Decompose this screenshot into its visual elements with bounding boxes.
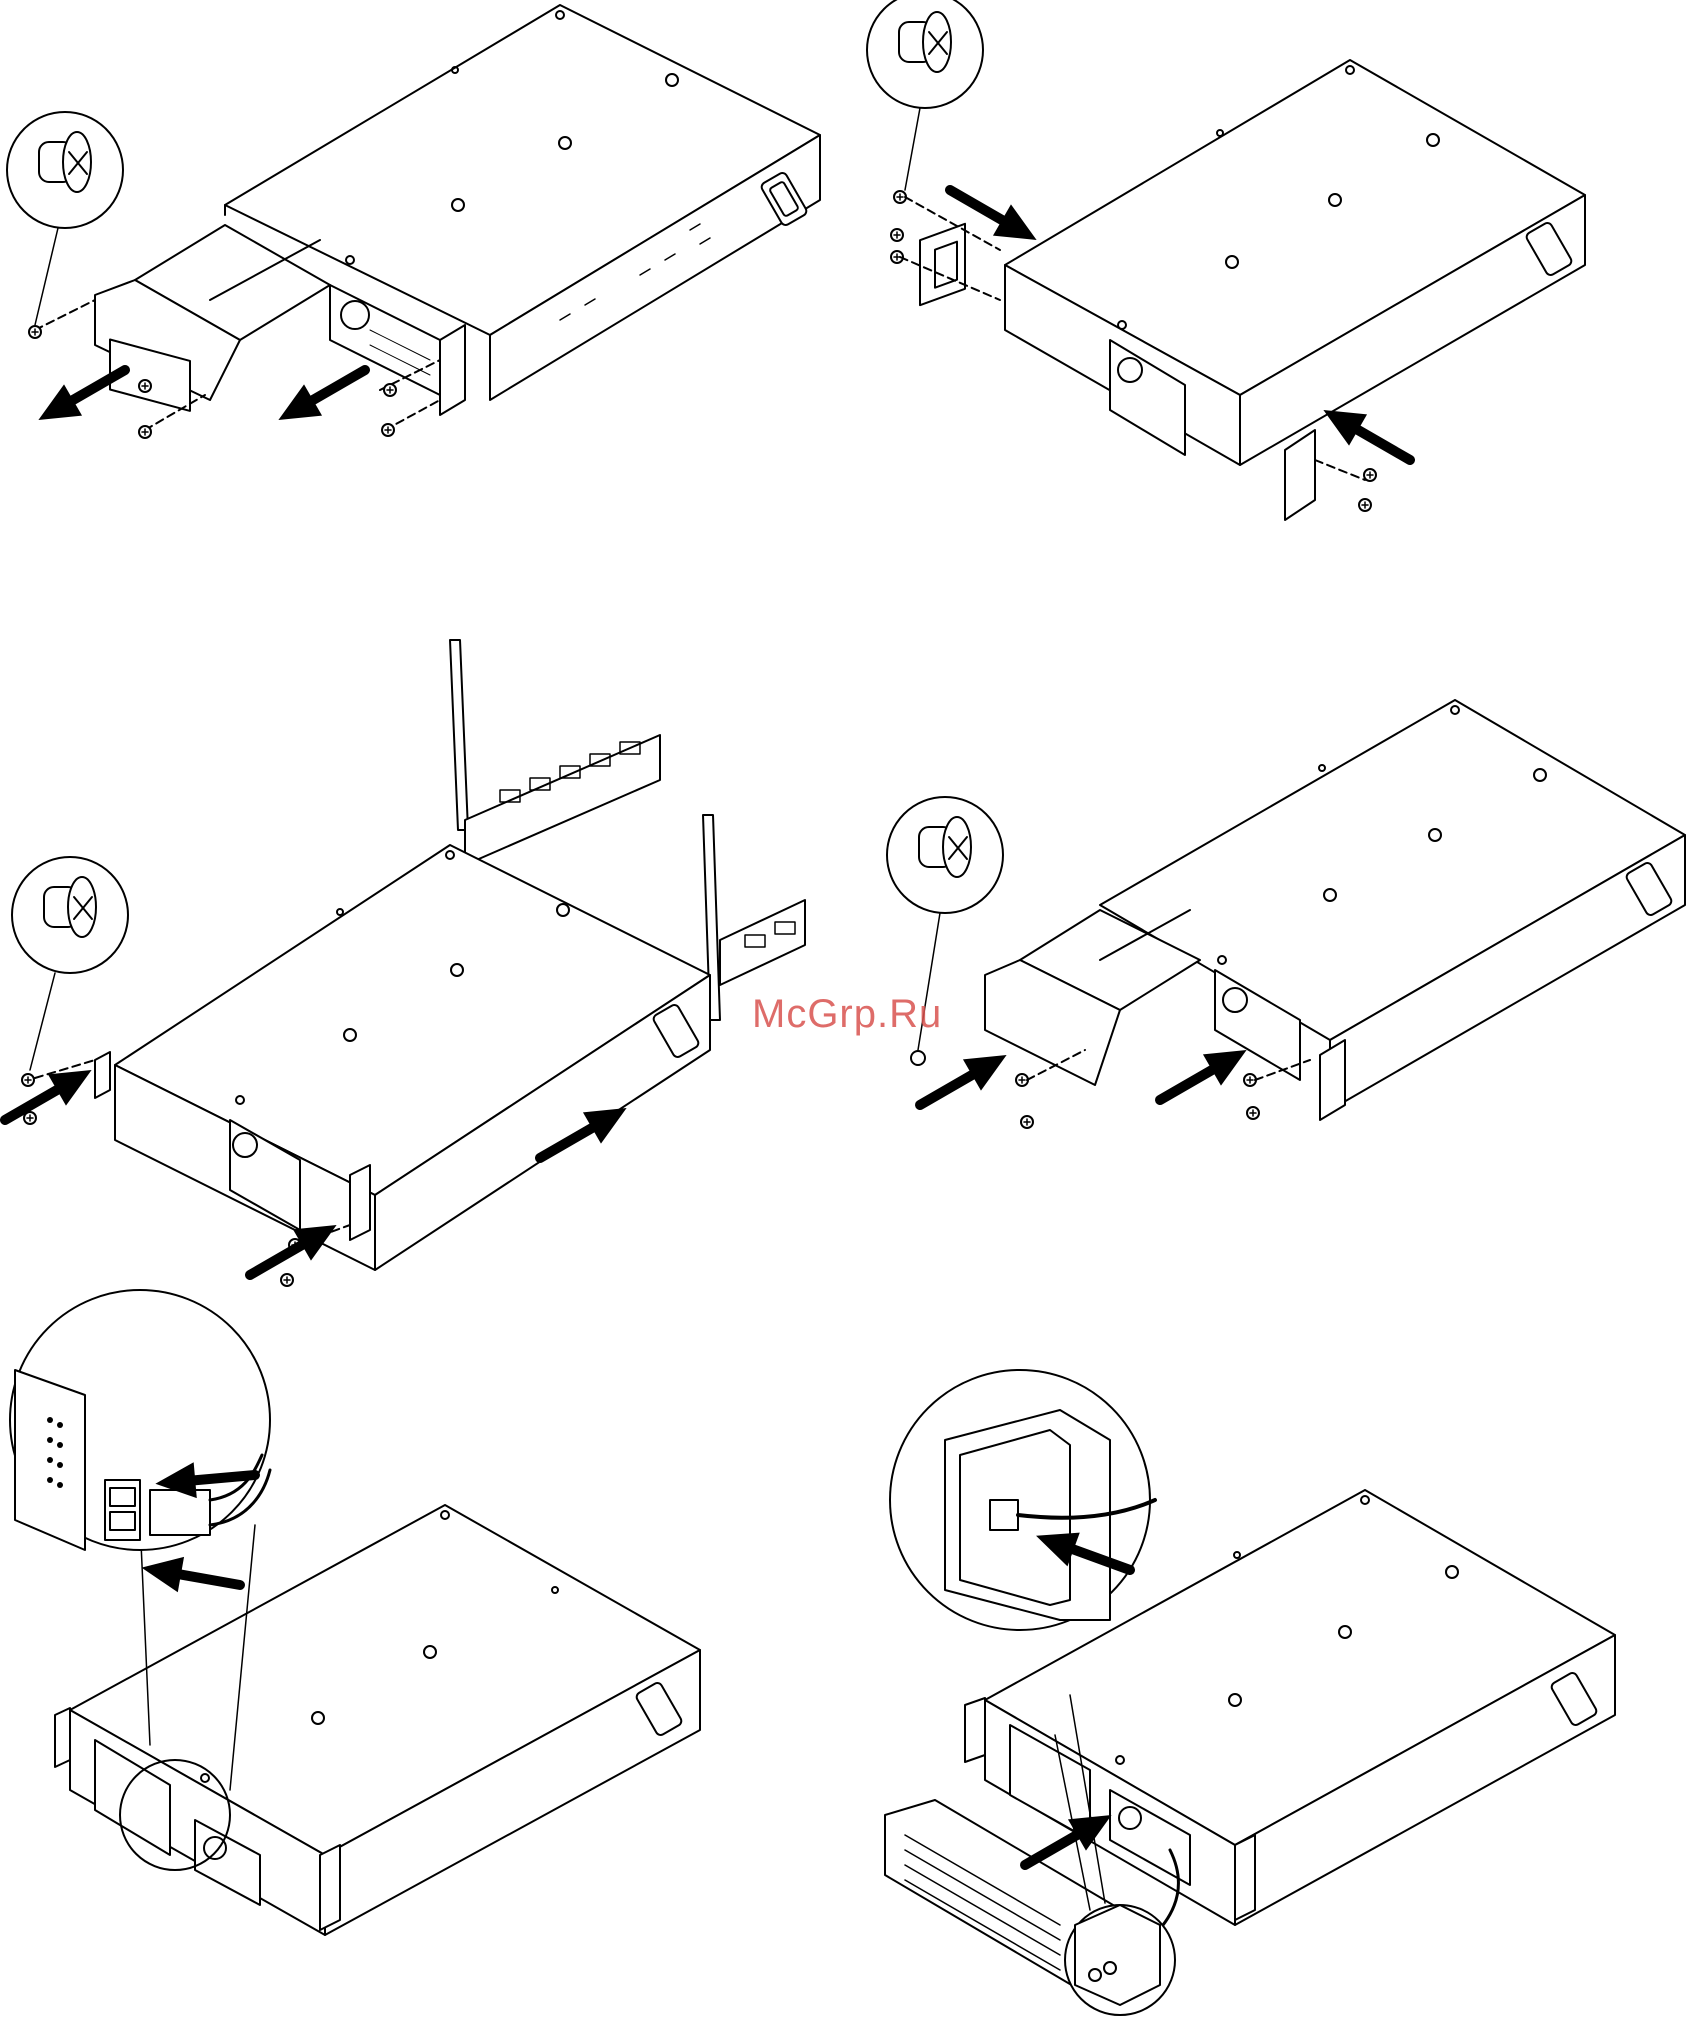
push-in-arrow-icon <box>911 1039 1016 1120</box>
panel-install-chassis-in-rack <box>0 640 805 1291</box>
pull-out-arrow-icon <box>269 354 374 435</box>
screw-detail-icon <box>867 0 983 108</box>
panel-connect-battery-connector <box>10 1290 700 1935</box>
screw-detail-icon <box>887 797 1003 913</box>
panel-attach-front-bezel <box>885 1370 1615 2015</box>
panel-remove-battery-and-electronics <box>7 5 820 438</box>
panel-attach-rack-ears <box>867 0 1585 520</box>
push-in-arrow-icon <box>1151 1034 1256 1115</box>
push-in-arrow-icon <box>0 1054 101 1135</box>
screw-detail-icon <box>12 857 128 973</box>
bezel-connector-detail-icon <box>890 1370 1155 1630</box>
screw-detail-icon <box>7 112 123 228</box>
panel-reinstall-battery-and-electronics <box>887 700 1685 1128</box>
watermark: McGrp.Ru <box>752 992 942 1037</box>
connector-detail-icon <box>10 1290 270 1603</box>
